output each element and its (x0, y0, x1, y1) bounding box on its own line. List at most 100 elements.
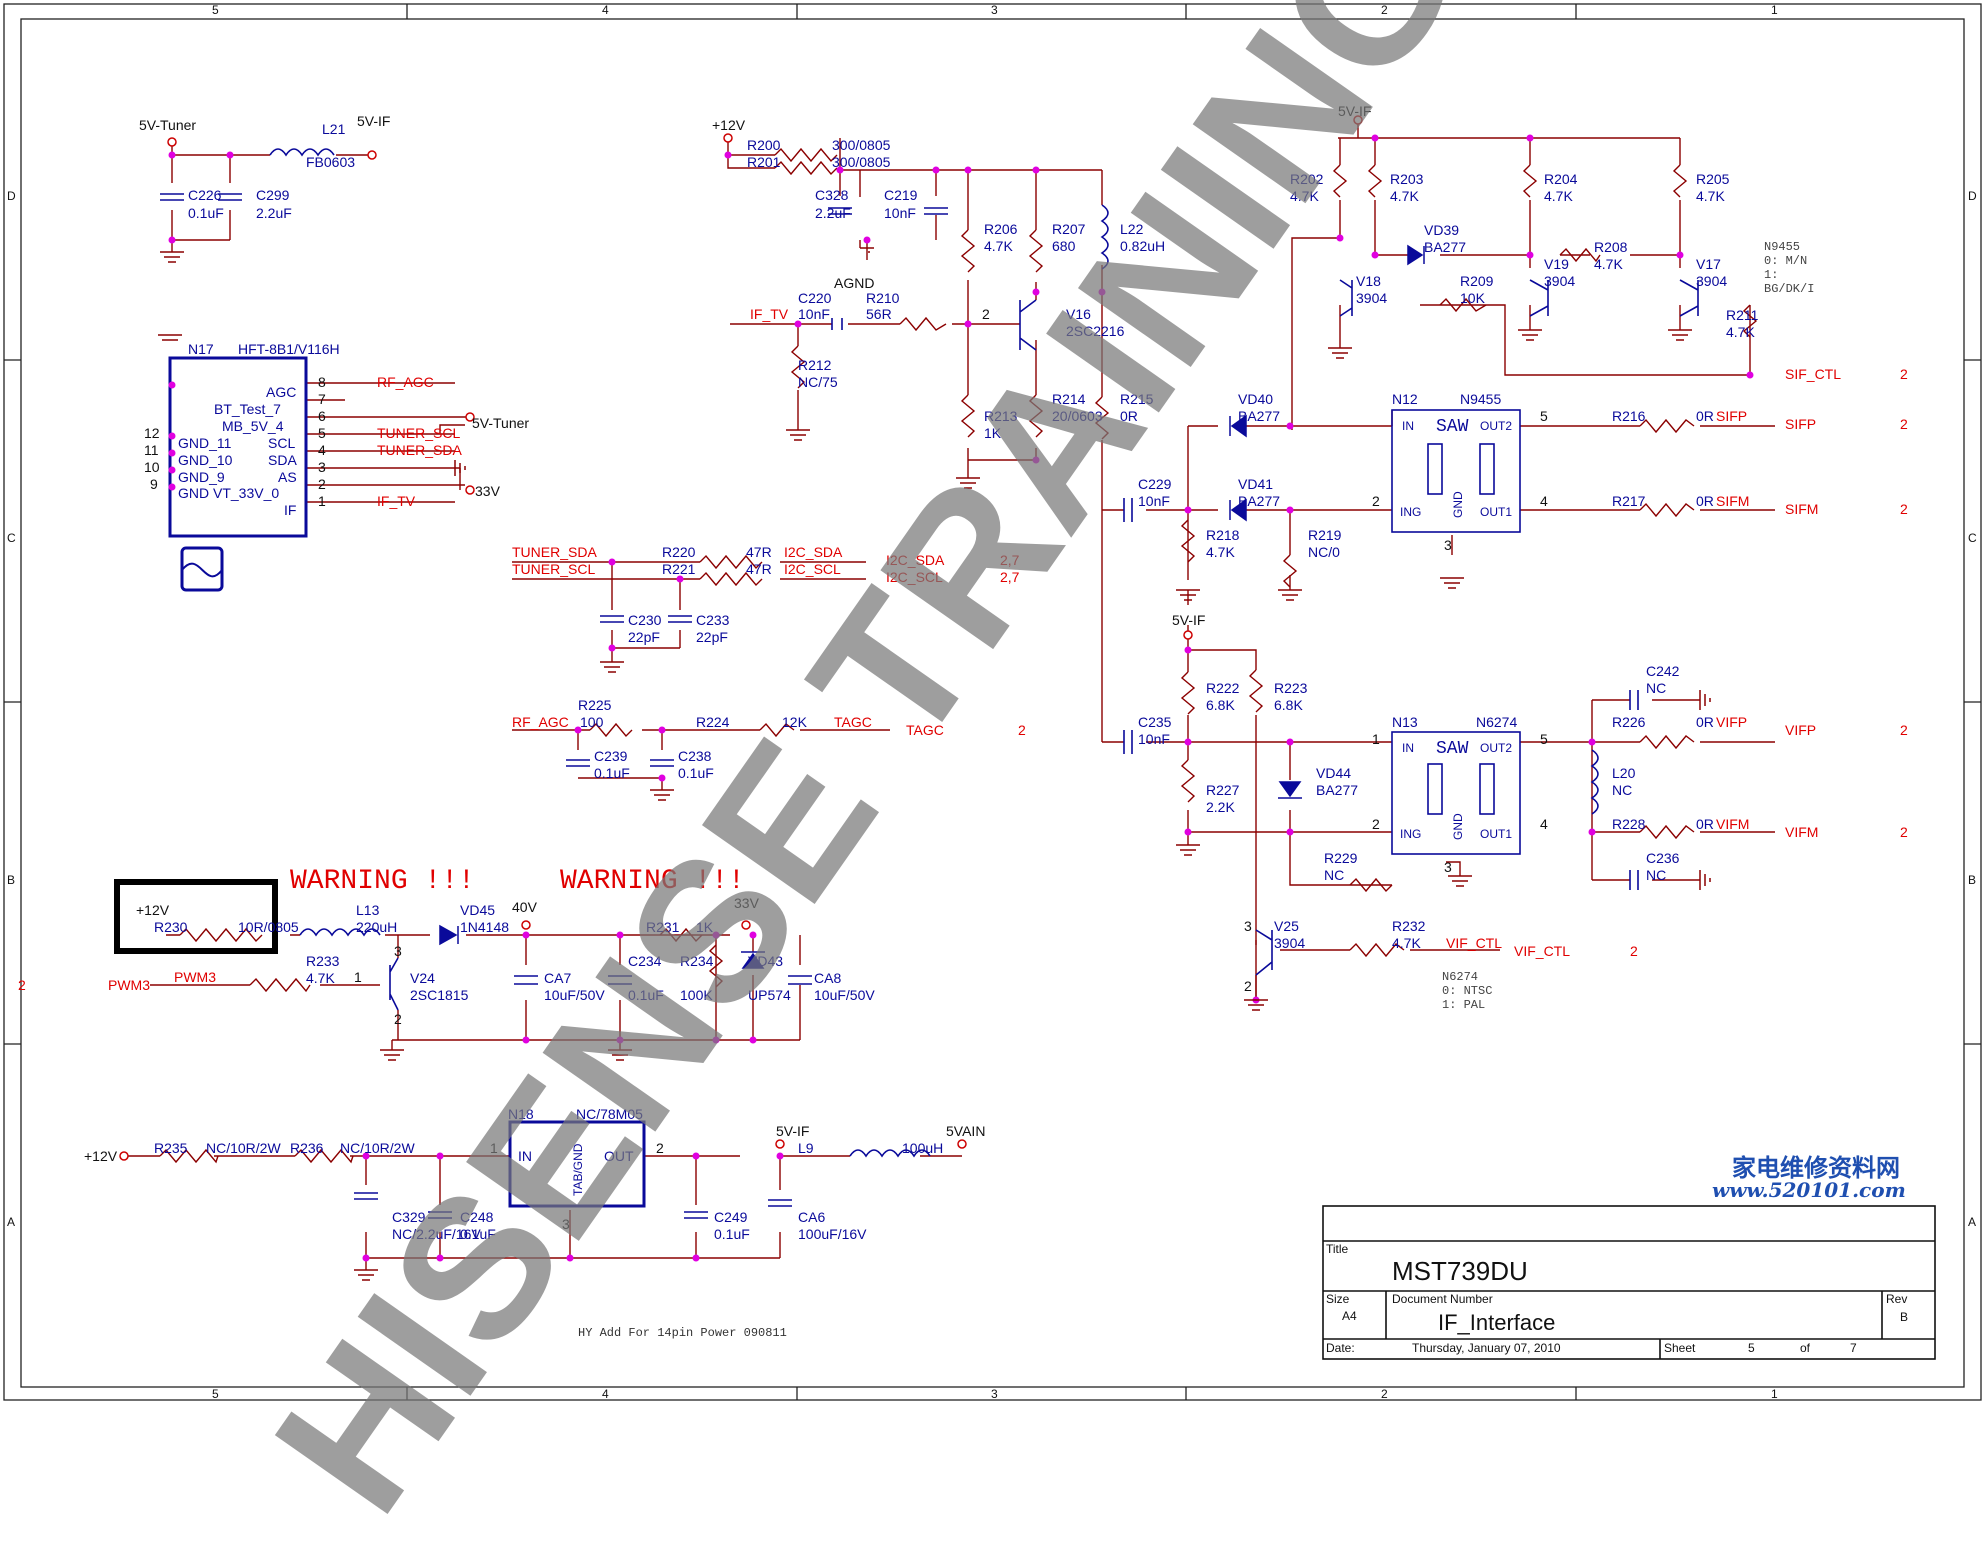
component-label: C219 (884, 187, 918, 203)
component-label: 100uF/16V (798, 1226, 867, 1242)
component-label: 1 (1372, 731, 1380, 747)
power-note: HY Add For 14pin Power 090811 (578, 1326, 787, 1340)
component-label: 2 (1630, 943, 1638, 959)
component-label: NC (1646, 867, 1667, 883)
component-label: C238 (678, 748, 712, 764)
component-label: PWM3 (174, 969, 216, 985)
n6274-note: N6274 0: NTSC 1: PAL (1442, 970, 1492, 1012)
component-label: 5V-IF (357, 113, 391, 129)
component-label: R217 (1612, 493, 1646, 509)
component-label: 5 (318, 425, 326, 441)
component-label: GND_11 (178, 435, 232, 451)
component-label: C329 (392, 1209, 426, 1225)
row-label: D (1968, 189, 1977, 203)
col-label: 2 (1381, 3, 1388, 17)
component-label: 20/0603 (1052, 408, 1103, 424)
sheet-value: 5 (1748, 1341, 1755, 1355)
row-label: D (7, 189, 16, 203)
component-label: 3 (394, 943, 402, 959)
component-label: 1K (984, 425, 1002, 441)
component-label: 1 (354, 969, 362, 985)
saw-out2-label: OUT2 (1480, 419, 1513, 433)
component-label: 5VAIN (946, 1123, 986, 1139)
component-label: TAGC (834, 714, 872, 730)
row-label: C (1968, 531, 1977, 545)
date-value: Thursday, January 07, 2010 (1412, 1341, 1561, 1355)
component-label: AGND (834, 275, 875, 291)
component-label: 2,7 (1000, 569, 1020, 585)
ports (119, 115, 1363, 1161)
col-label: 1 (1771, 1387, 1778, 1401)
component-label: 10nF (1138, 731, 1170, 747)
component-label: 33V (734, 895, 759, 911)
component-label: 3904 (1696, 273, 1728, 289)
component-label: NC (1646, 680, 1667, 696)
title-label: Title (1326, 1242, 1349, 1256)
component-label: CA6 (798, 1209, 826, 1225)
component-label: SCL (268, 435, 296, 451)
component-label: C236 (1646, 850, 1680, 866)
component-label: 40V (512, 899, 537, 915)
component-label: 0R (1120, 408, 1138, 424)
docnum-label: Document Number (1392, 1292, 1493, 1306)
component-label: VD40 (1238, 391, 1274, 407)
component-label: IF_TV (377, 493, 416, 509)
component-label: R208 (1594, 239, 1628, 255)
component-label: VIF_CTL (1514, 943, 1571, 959)
component-label: R215 (1120, 391, 1154, 407)
component-label: CA8 (814, 970, 842, 986)
col-label: 1 (1771, 3, 1778, 17)
row-label: A (7, 1215, 16, 1229)
n9455-note: N9455 0: M/N 1: BG/DK/I (1764, 240, 1814, 296)
component-label: C234 (628, 953, 662, 969)
component-label: VD41 (1238, 476, 1274, 492)
component-label: 10 (144, 459, 160, 475)
component-label: BA277 (1316, 782, 1359, 798)
component-label: 10K (1460, 290, 1485, 306)
col-label: 4 (602, 1387, 609, 1401)
component-label: R210 (866, 290, 900, 306)
component-label: 11 (144, 442, 159, 458)
component-label: V19 (1544, 256, 1569, 272)
col-label: 3 (991, 3, 998, 17)
component-label: 47R (746, 561, 772, 577)
note-line: 1: PAL (1442, 998, 1486, 1012)
component-label: R216 (1612, 408, 1646, 424)
note-line: 0: NTSC (1442, 984, 1493, 998)
component-label: 5V-IF (1338, 103, 1372, 119)
title-block-lines (1322, 1205, 1936, 1360)
component-label: 8 (318, 374, 326, 390)
component-label: R206 (984, 221, 1018, 237)
component-label: R228 (1612, 816, 1646, 832)
of-value: 7 (1850, 1341, 1857, 1355)
date-label: Date: (1326, 1341, 1355, 1355)
component-label: 0.1uF (188, 205, 224, 221)
component-label: 2 (318, 476, 326, 492)
component-label: 4 (318, 442, 326, 458)
component-label: RF_AGC (512, 714, 569, 730)
component-label: L22 (1120, 221, 1144, 237)
component-label: NC/2.2uF/16V (392, 1226, 481, 1242)
component-label: BA277 (1238, 493, 1281, 509)
component-label: 0.1uF (714, 1226, 750, 1242)
component-label: VD39 (1424, 222, 1460, 238)
component-label: 220uH (356, 919, 398, 935)
component-label: NC/75 (798, 374, 838, 390)
component-label: SIFP (1716, 408, 1748, 424)
component-label: R225 (578, 697, 612, 713)
component-label: SDA (268, 452, 297, 468)
saw-out1-label: OUT1 (1480, 505, 1513, 519)
component-label: C299 (256, 187, 290, 203)
component-label: NC/0 (1308, 544, 1340, 560)
component-label: 5V-Tuner (139, 117, 197, 133)
component-label: R235 (154, 1140, 188, 1156)
component-label: 1 (318, 493, 326, 509)
col-label: 4 (602, 3, 609, 17)
component-label: GND_10 (178, 452, 233, 468)
component-label: NC/78M05 (576, 1106, 643, 1122)
component-label: TUNER_SCL (377, 425, 461, 441)
saw-label: SAW (1436, 739, 1469, 759)
component-label: 2SC2216 (1066, 323, 1125, 339)
component-label: +12V (84, 1148, 118, 1164)
component-label: R227 (1206, 782, 1240, 798)
